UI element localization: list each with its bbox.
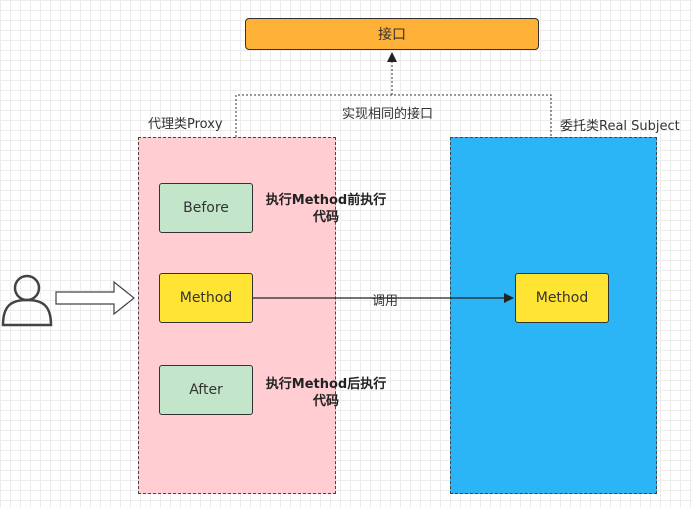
implements-connector — [235, 94, 552, 137]
implements-label: 实现相同的接口 — [342, 107, 434, 122]
interface-box: 接口 — [245, 18, 539, 50]
user-icon — [1, 274, 53, 327]
after-box: After — [159, 365, 253, 415]
before-note: 执行Method前执行 代码 — [260, 192, 392, 226]
interface-label: 接口 — [378, 27, 406, 43]
proxy-title: 代理类Proxy — [148, 117, 223, 132]
real-subject-title: 委托类Real Subject — [560, 119, 680, 134]
proxy-method-label: Method — [179, 290, 233, 306]
after-label: After — [189, 382, 223, 398]
real-method-box: Method — [515, 273, 609, 323]
before-note-line2: 代码 — [312, 210, 339, 225]
after-note-line2: 代码 — [312, 394, 339, 409]
before-box: Before — [159, 183, 253, 233]
hollow-arrow-right-icon — [55, 280, 135, 316]
after-note-line1: 执行Method后执行 — [265, 377, 387, 392]
call-label: 调用 — [372, 294, 399, 309]
proxy-method-box: Method — [159, 273, 253, 323]
real-method-label: Method — [535, 290, 589, 306]
after-note: 执行Method后执行 代码 — [260, 376, 392, 410]
before-label: Before — [183, 200, 229, 216]
before-note-line1: 执行Method前执行 — [265, 193, 387, 208]
